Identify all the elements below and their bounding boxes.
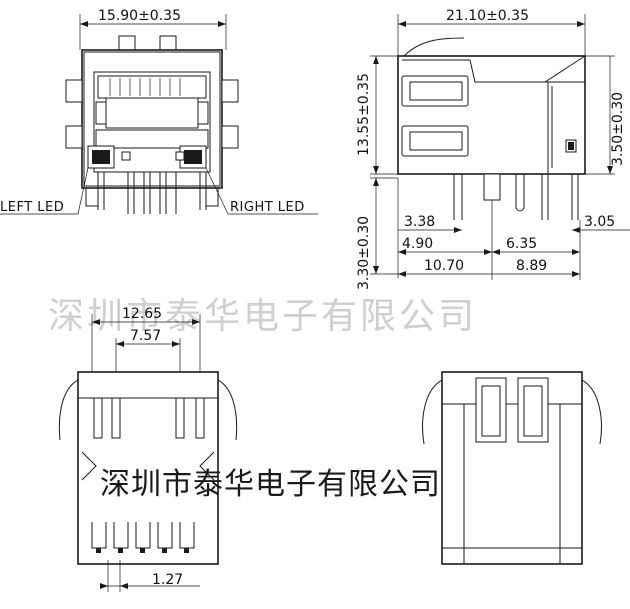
watermark-dark: 深圳市泰华电子有限公司 bbox=[100, 467, 441, 502]
dim-127: 1.27 bbox=[152, 572, 183, 588]
label-right-led: RIGHT LED bbox=[230, 200, 305, 215]
dim-338: 3.38 bbox=[404, 214, 435, 230]
bottom-view: 12.65 7.57 1.2 bbox=[58, 306, 238, 592]
watermark-faded: 深圳市泰华电子有限公司 bbox=[48, 296, 477, 337]
rear-view bbox=[422, 371, 602, 565]
label-left-led: LEFT LED bbox=[0, 200, 64, 215]
dim-889: 8.89 bbox=[516, 258, 547, 274]
dim-305: 3.05 bbox=[584, 214, 615, 230]
front-view: 15.90±0.35 bbox=[0, 8, 318, 215]
dim-1265: 12.65 bbox=[122, 306, 162, 322]
dim-led-height: 3.50±0.30 bbox=[610, 92, 626, 166]
dim-pin-length: 3.30±0.30 bbox=[356, 216, 372, 290]
dim-1070: 10.70 bbox=[424, 258, 464, 274]
dim-side-height: 13.55±0.35 bbox=[356, 73, 372, 156]
dim-490: 4.90 bbox=[402, 236, 433, 252]
dim-757: 7.57 bbox=[130, 328, 161, 344]
side-view: 21.10±0.35 13.55±0.35 3.50±0.30 bbox=[356, 8, 630, 290]
dim-635: 6.35 bbox=[506, 236, 537, 252]
dim-side-width: 21.10±0.35 bbox=[446, 8, 529, 24]
dim-front-width: 15.90±0.35 bbox=[98, 8, 181, 24]
